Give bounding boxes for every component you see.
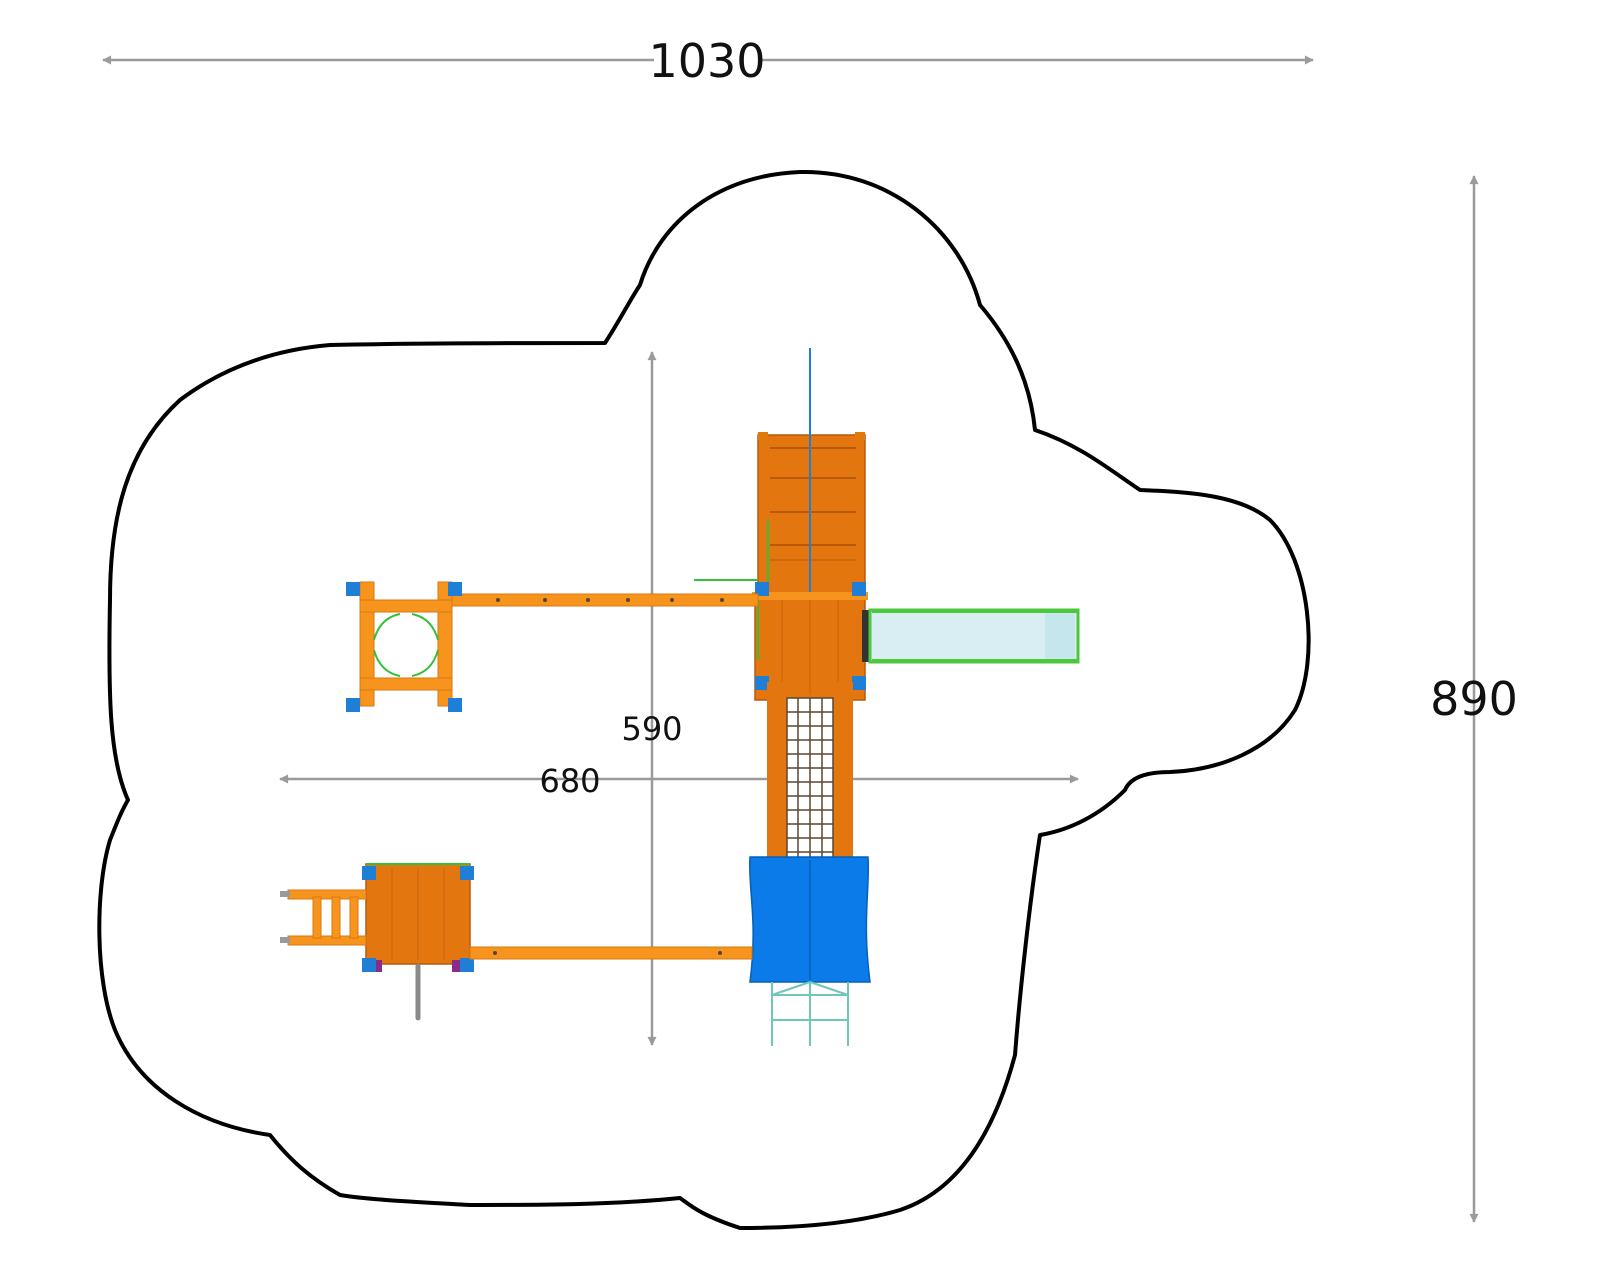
safety-zone-outline (97, 169, 1311, 1230)
corner-bracket (755, 676, 769, 690)
corner-bracket (448, 698, 462, 712)
corner-bracket (362, 958, 376, 972)
lower-swing-beam (469, 946, 753, 960)
corner-bracket (460, 958, 474, 972)
corner-bracket (755, 582, 769, 596)
step-ladder (280, 889, 367, 946)
swing-a-frame (346, 581, 462, 712)
corner-bracket (852, 582, 866, 596)
inner-height-label: 590 (621, 710, 682, 748)
corner-bracket (448, 582, 462, 596)
total-height-label: 890 (1430, 672, 1518, 726)
upper-swing-beam (447, 593, 759, 607)
corner-bracket (852, 676, 866, 690)
corner-bracket (362, 866, 376, 880)
inner-width-label: 680 (539, 762, 600, 800)
corner-bracket (346, 582, 360, 596)
climbing-net (767, 682, 853, 865)
corner-bracket (346, 698, 360, 712)
main-tower-roof (694, 348, 866, 596)
blue-climbing-panel (748, 856, 871, 983)
lower-platform (362, 863, 474, 972)
slide (862, 608, 1080, 664)
corner-bracket (460, 866, 474, 880)
rope-ladder (771, 981, 849, 1046)
total-width-label: 1030 (648, 34, 765, 88)
